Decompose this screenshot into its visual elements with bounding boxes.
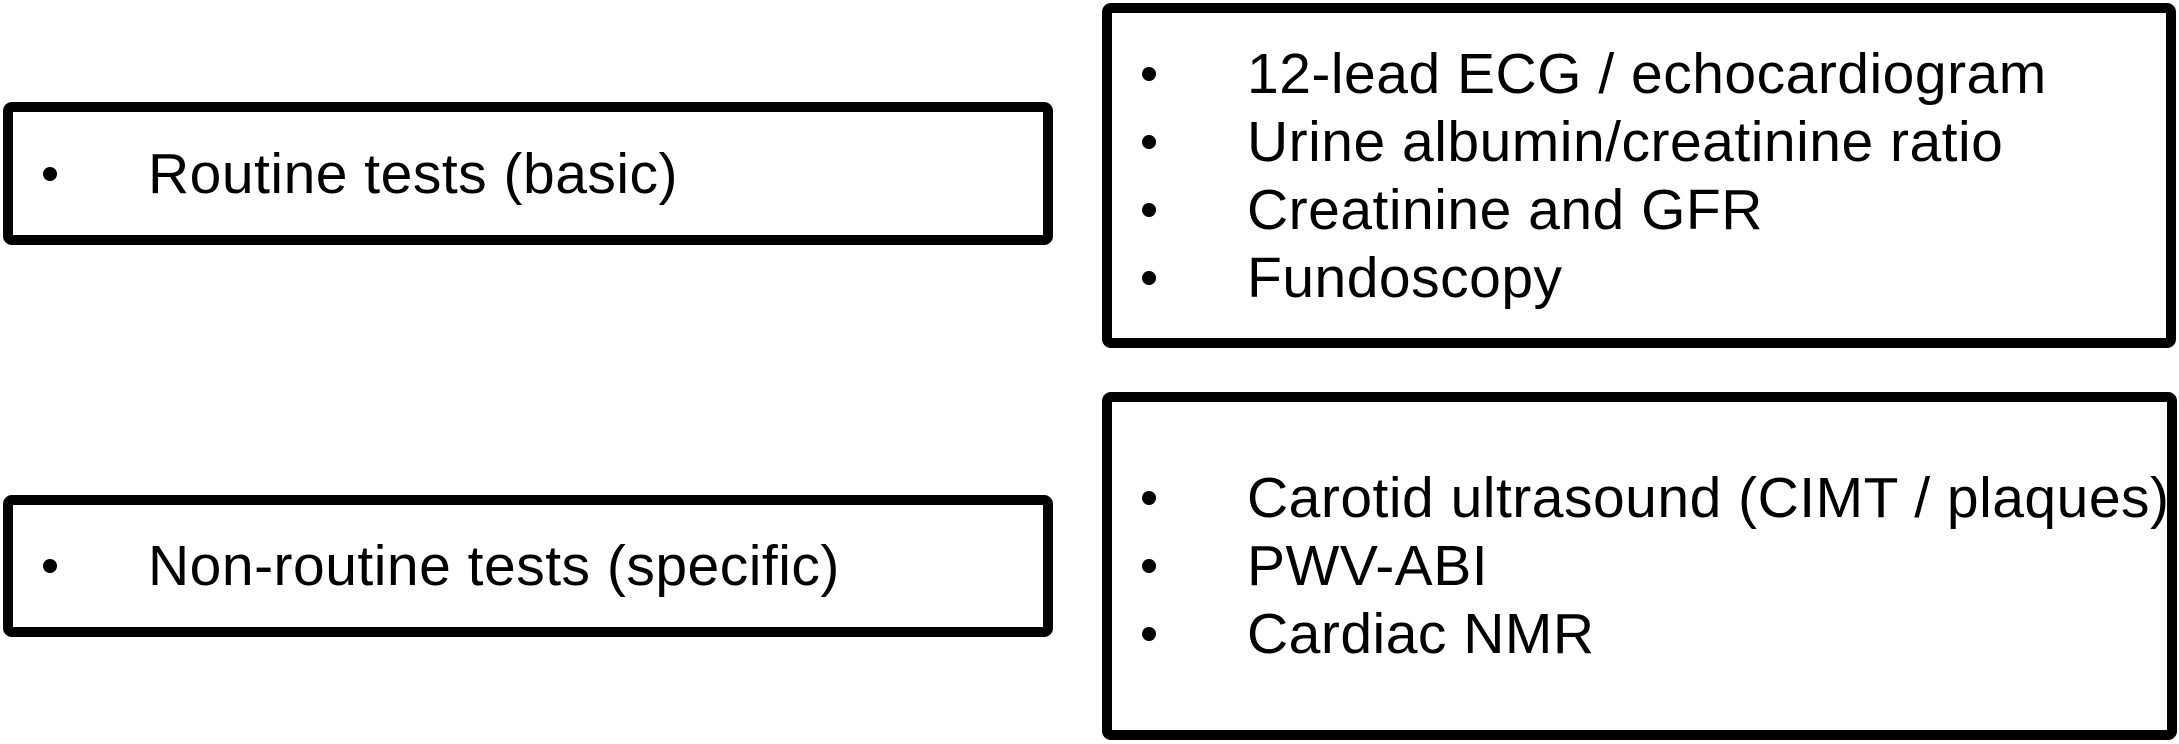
routine-test-item: 12-lead ECG / echocardiogram	[1247, 41, 2047, 106]
bullet-icon	[1142, 627, 1156, 641]
bullet-icon	[1142, 134, 1156, 149]
non-routine-test-item: Carotid ultrasound (CIMT / plaques)	[1247, 466, 2170, 530]
bullet-icon	[1142, 559, 1156, 573]
bullet-cell	[1112, 270, 1247, 285]
routine-test-item: Fundoscopy	[1247, 245, 1563, 310]
bullet-cell	[13, 166, 148, 181]
list-item: Fundoscopy	[1112, 244, 2166, 312]
bullet-icon	[1142, 270, 1156, 285]
routine-tests-list-box: 12-lead ECG / echocardiogram Urine album…	[1102, 3, 2176, 348]
bullet-icon	[1142, 66, 1156, 81]
non-routine-test-item: Cardiac NMR	[1247, 602, 1595, 666]
list-item: 12-lead ECG / echocardiogram	[1112, 40, 2166, 108]
non-routine-tests-label: Non-routine tests (specific)	[148, 534, 840, 598]
bullet-cell	[1112, 627, 1247, 641]
bullet-icon	[43, 166, 57, 181]
list-item: Non-routine tests (specific)	[13, 532, 1043, 600]
bullet-icon	[1142, 202, 1156, 217]
non-routine-tests-list-box: Carotid ultrasound (CIMT / plaques) PWV-…	[1102, 392, 2177, 740]
list-item: PWV-ABI	[1112, 532, 2167, 600]
bullet-cell	[1112, 491, 1247, 505]
list-item: Urine albumin/creatinine ratio	[1112, 108, 2166, 176]
bullet-cell	[1112, 66, 1247, 81]
list-item: Routine tests (basic)	[13, 140, 1043, 208]
non-routine-tests-label-box: Non-routine tests (specific)	[3, 495, 1053, 637]
routine-test-item: Creatinine and GFR	[1247, 177, 1763, 242]
list-item: Creatinine and GFR	[1112, 176, 2166, 244]
bullet-icon	[43, 559, 57, 573]
bullet-cell	[1112, 134, 1247, 149]
list-item: Carotid ultrasound (CIMT / plaques)	[1112, 464, 2170, 532]
bullet-cell	[1112, 202, 1247, 217]
bullet-icon	[1142, 491, 1156, 505]
routine-test-item: Urine albumin/creatinine ratio	[1247, 109, 2004, 174]
non-routine-test-item: PWV-ABI	[1247, 534, 1489, 598]
routine-tests-label-box: Routine tests (basic)	[3, 102, 1053, 245]
list-item: Cardiac NMR	[1112, 600, 2167, 668]
bullet-cell	[13, 559, 148, 573]
routine-tests-label: Routine tests (basic)	[148, 141, 679, 206]
bullet-cell	[1112, 559, 1247, 573]
